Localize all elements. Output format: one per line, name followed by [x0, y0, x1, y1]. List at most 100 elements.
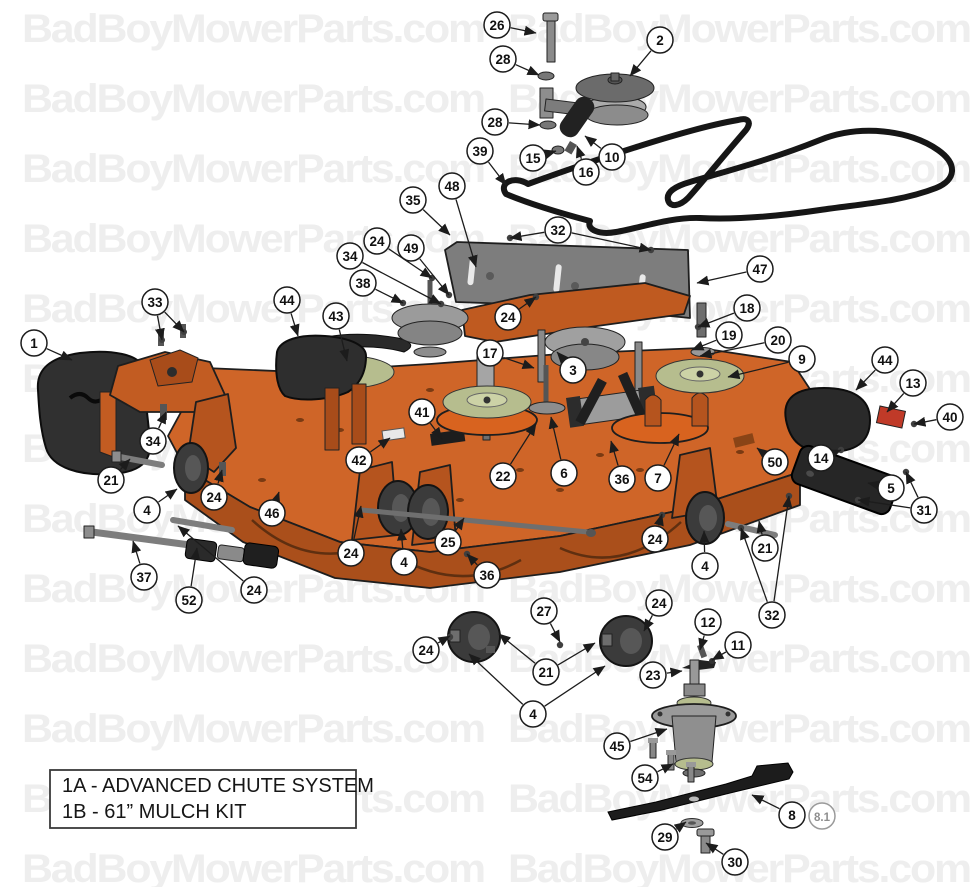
callout-balloon: [691, 552, 719, 580]
leader-line: [549, 623, 561, 643]
leader-line: [673, 821, 687, 833]
callout-balloon: [631, 764, 659, 792]
discharge-deflector: [36, 349, 226, 476]
callout-number: 17: [482, 346, 497, 361]
callout-11: 11: [711, 631, 752, 661]
callout-36: 36: [466, 553, 501, 589]
callout-47: 47: [696, 255, 774, 286]
callout-number: 34: [342, 249, 358, 264]
wheel: [685, 491, 725, 545]
callout-number: 35: [405, 193, 421, 208]
leader-line: [164, 311, 185, 333]
watermark-text: BadBoyMowerParts.com: [22, 847, 484, 887]
callout-balloon: [322, 302, 350, 330]
callout-15: 15: [519, 144, 557, 172]
leader-line: [886, 392, 905, 413]
callout-number: 15: [525, 151, 541, 166]
callout-number: 27: [536, 604, 551, 619]
callout-balloon: [544, 216, 572, 244]
callout-number: 18: [739, 301, 755, 316]
wheel: [447, 611, 501, 663]
callout-balloon: [550, 459, 578, 487]
leader-line: [699, 530, 710, 553]
leader-line: [773, 495, 793, 602]
callout-49: 49: [397, 234, 450, 296]
leader-line: [657, 763, 674, 774]
callout-number: 32: [550, 223, 565, 238]
leader-line: [663, 433, 680, 466]
callout-balloon: [733, 294, 761, 322]
leader-line: [699, 342, 765, 359]
leader-line: [557, 642, 596, 666]
callout-number: 13: [905, 376, 921, 391]
callout-number: 26: [489, 18, 505, 33]
leader-line: [353, 505, 364, 540]
callout-number: 54: [637, 771, 653, 786]
callout-balloon: [473, 561, 501, 589]
leader-line: [338, 329, 350, 362]
callout-balloon: [20, 329, 48, 357]
callout-balloon: [807, 444, 835, 472]
leader-line: [654, 513, 664, 527]
leader-line: [466, 553, 479, 566]
wheel: [173, 442, 209, 494]
callout-balloon: [559, 356, 587, 384]
callout-2: 2: [629, 26, 674, 77]
callout-14: 14: [807, 444, 842, 472]
callout-number: 36: [614, 472, 630, 487]
callout-25: 25: [434, 517, 465, 556]
callout-balloon: [936, 403, 964, 431]
leader-line: [422, 209, 451, 236]
callout-balloon: [758, 601, 786, 629]
callout-17: 17: [476, 339, 535, 370]
callout-28: 28: [481, 108, 541, 136]
leader-line: [696, 271, 747, 286]
callout-balloon: [724, 631, 752, 659]
wheel: [599, 615, 653, 667]
callout-balloon: [646, 26, 674, 54]
leader-line: [455, 199, 478, 268]
callout-24: 24: [643, 589, 673, 632]
callout-number: 36: [479, 568, 495, 583]
callout-30: 30: [705, 842, 749, 876]
callout-number: 4: [701, 559, 709, 574]
callout-balloon: [363, 227, 391, 255]
callout-4: 4: [390, 528, 418, 576]
callout-balloon: [434, 528, 462, 556]
callout-balloon: [399, 186, 427, 214]
leader-line: [397, 528, 407, 549]
leader-line: [697, 312, 735, 328]
callout-balloon: [694, 608, 722, 636]
mower-blade: [607, 762, 794, 854]
leader-line: [289, 313, 300, 337]
leader-line: [666, 667, 683, 678]
callout-balloon: [871, 346, 899, 374]
callout-50: 50: [756, 447, 789, 476]
callout-41: 41: [408, 398, 443, 440]
leader-line: [156, 411, 167, 429]
callout-32: 32: [509, 216, 652, 253]
tension-pulley-assembly: [539, 72, 655, 155]
callout-13: 13: [886, 369, 927, 413]
spec-plate: [381, 427, 406, 442]
leader-line: [508, 119, 541, 130]
callout-34: 34: [336, 242, 442, 305]
leader-line: [375, 288, 404, 304]
callout-28: 28: [489, 45, 540, 76]
callout-44: 44: [273, 286, 301, 337]
callout-balloon: [476, 339, 504, 367]
callout-number: 33: [147, 295, 163, 310]
callout-54: 54: [631, 763, 674, 792]
callout-18: 18: [697, 294, 761, 328]
leader-line: [437, 635, 451, 647]
front-baffle-bar: [461, 282, 691, 343]
callout-number: 24: [369, 234, 385, 249]
callout-6: 6: [548, 416, 578, 487]
callout-balloon: [412, 636, 440, 664]
leader-line: [571, 232, 652, 253]
callout-24: 24: [641, 513, 669, 553]
callout-balloon: [489, 45, 517, 73]
callout-balloon: [273, 286, 301, 314]
callout-7: 7: [644, 433, 680, 492]
